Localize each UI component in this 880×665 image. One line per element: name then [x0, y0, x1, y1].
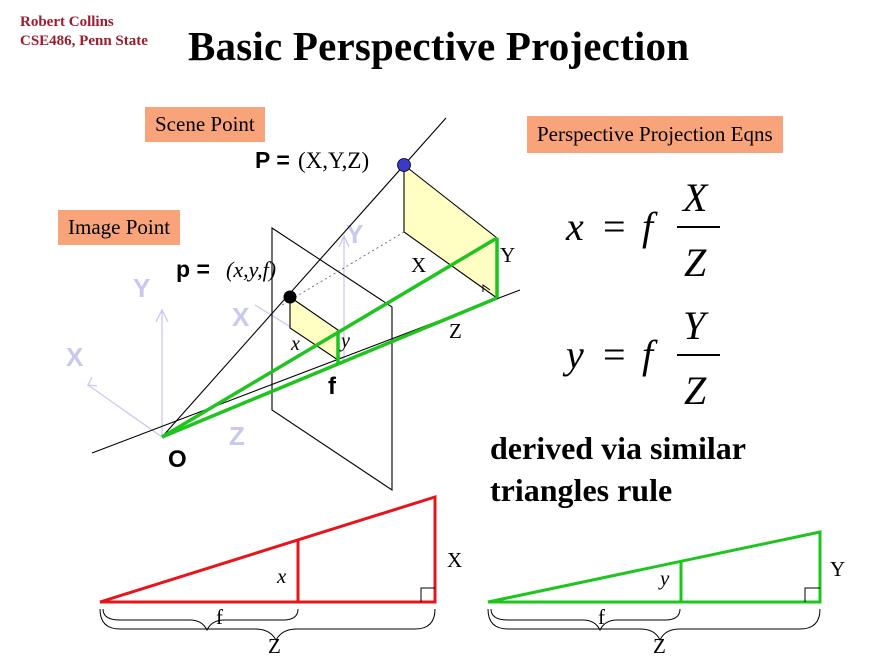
equation-y: y = f Y Z — [562, 303, 720, 413]
scene-plane-patch — [403, 163, 498, 300]
image-y-value: y — [339, 330, 350, 352]
eq1-f: f — [642, 204, 658, 249]
green-inner-label: y — [658, 566, 670, 590]
slide-title: Basic Perspective Projection — [188, 23, 690, 69]
image-y-label: Y — [346, 219, 363, 249]
eq2-f: f — [642, 332, 658, 377]
scene-right-angle — [482, 284, 491, 292]
camera-z-label: Z — [229, 421, 245, 451]
red-f-label: f — [216, 605, 223, 629]
red-similar-triangle: x X f Z — [99, 494, 462, 658]
red-z-label: Z — [268, 634, 281, 658]
camera-x-axis — [87, 384, 163, 438]
red-outer-label: X — [447, 548, 462, 572]
eq2-equals: = — [603, 332, 626, 377]
camera-y-label: Y — [133, 273, 150, 303]
derivation-note: derived via similar triangles rule — [490, 427, 746, 511]
green-right-angle — [804, 587, 820, 602]
red-inner-label: x — [276, 564, 287, 588]
eq2-lhs: y — [562, 332, 584, 377]
image-point-prefix: p = — [176, 256, 210, 282]
focal-length-label: f — [328, 373, 337, 400]
image-y-arrowhead — [338, 234, 350, 248]
derivation-line-2: triangles rule — [490, 472, 673, 508]
red-right-angle — [420, 587, 435, 602]
eq2-denominator: Z — [684, 368, 707, 413]
scene-point-marker — [397, 158, 411, 172]
green-f-label: f — [598, 605, 605, 629]
image-point-marker — [283, 290, 297, 304]
camera-y-arrowhead — [155, 308, 169, 323]
scene-point-callout: Scene Point — [145, 107, 265, 142]
image-x-label: X — [232, 302, 250, 332]
green-outer-label: Y — [830, 557, 845, 581]
scene-point-prefix: P = — [255, 147, 290, 173]
derivation-line-1: derived via similar — [490, 430, 746, 466]
author-name: Robert Collins — [20, 14, 114, 30]
eq1-lhs: x — [565, 204, 584, 249]
eq1-numerator: X — [681, 175, 709, 220]
projection-ray — [161, 117, 447, 438]
scene-z-label: Z — [449, 319, 462, 343]
red-triangle-outline — [99, 494, 437, 604]
course-name: CSE486, Penn State — [20, 33, 148, 49]
red-brace-f — [102, 608, 299, 632]
ray-to-base — [161, 296, 498, 439]
dotted-guide-1 — [281, 231, 405, 306]
ray-to-top — [161, 236, 498, 439]
image-point-callout: Image Point — [58, 210, 181, 245]
scene-point-coords: (X,Y,Z) — [298, 148, 369, 173]
green-brace-f — [490, 608, 681, 632]
image-plane — [271, 226, 393, 492]
eq1-equals: = — [603, 204, 626, 249]
scene-x-label: X — [411, 253, 426, 277]
green-z-label: Z — [653, 634, 666, 658]
green-rays — [161, 236, 499, 439]
green-similar-triangle: y Y f Z — [487, 530, 845, 658]
equations-callout: Perspective Projection Eqns — [527, 116, 783, 153]
author-block: Robert Collins CSE486, Penn State — [20, 13, 148, 51]
green-triangle-outline — [487, 530, 822, 604]
equation-x: x = f X Z — [565, 175, 720, 285]
scene-y-label: Y — [500, 243, 515, 267]
camera-x-label: X — [66, 342, 84, 372]
image-point-coords: (x,y,f) — [226, 257, 276, 282]
image-x-value: x — [290, 333, 300, 355]
green-brace-z — [487, 608, 821, 642]
eq2-numerator: Y — [683, 303, 709, 348]
eq1-denominator: Z — [684, 240, 707, 285]
origin-label: O — [168, 446, 187, 473]
camera-x-arrowhead — [87, 376, 98, 387]
red-brace-z — [99, 608, 436, 642]
